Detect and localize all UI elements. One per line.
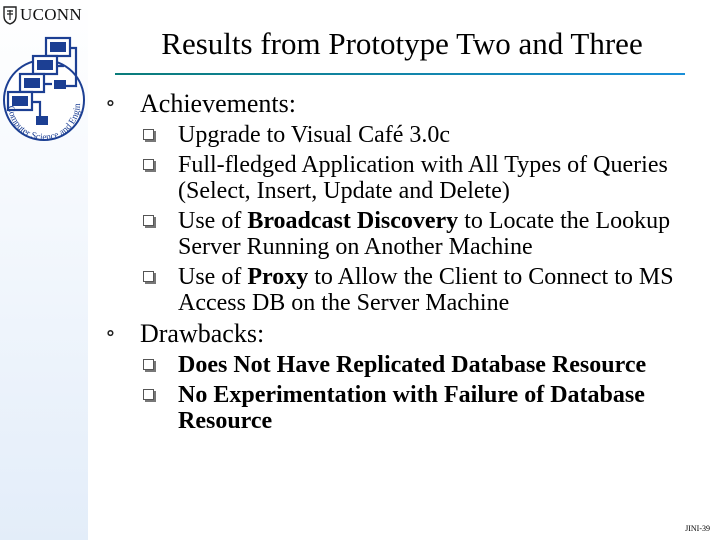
bold-text: Does Not Have Replicated Database Resour…	[178, 352, 647, 378]
bullet-list: ∘ Achievements: Upgrade to Visual Café 3.0…	[105, 90, 717, 435]
item-text: Use of	[178, 208, 248, 234]
section-heading: ∘ Drawbacks:	[105, 320, 717, 348]
square-bullet-icon	[143, 271, 154, 282]
sub-bullet-item: No Experimentation with Failure of Datab…	[105, 382, 717, 434]
sub-bullet-item: Upgrade to Visual Café 3.0c	[105, 122, 717, 148]
page-number: JINI-39	[685, 524, 710, 533]
item-text: to Locate the Lookup Server Running on A…	[178, 208, 671, 260]
item-text: Upgrade to Visual Café 3.0c	[178, 122, 451, 148]
square-bullet-icon	[143, 359, 154, 370]
section-heading: ∘ Achievements:	[105, 90, 717, 118]
item-text: Use of	[178, 264, 248, 290]
square-bullet-icon	[143, 159, 154, 170]
section-heading-text: Achievements:	[140, 89, 296, 118]
bold-text: Broadcast Discovery	[247, 208, 459, 234]
item-text: Full-fledged Application with All Types …	[178, 152, 668, 204]
section-heading-text: Drawbacks:	[140, 319, 265, 348]
sub-bullet-item: Use of Proxy to Allow the Client to Conn…	[105, 264, 717, 316]
cse-department-logo: Computer Science and Engineering	[0, 28, 85, 143]
sidebar: UCONN Computer Science and Engineering	[0, 0, 88, 540]
uconn-wordmark: UCONN	[20, 5, 82, 24]
sub-bullet-item: Does Not Have Replicated Database Resour…	[105, 352, 717, 378]
square-bullet-icon	[143, 389, 154, 400]
bold-text: Proxy	[247, 264, 309, 290]
circle-bullet-icon: ∘	[105, 320, 116, 345]
sub-bullet-item: Use of Broadcast Discovery to Locate the…	[105, 208, 717, 260]
circle-bullet-icon: ∘	[105, 90, 116, 115]
bold-text: No Experimentation with Failure of Datab…	[178, 382, 645, 434]
item-text: to Allow the Client to Connect to MS Acc…	[178, 264, 674, 316]
uconn-seal-icon	[3, 6, 17, 25]
sub-bullet-item: Full-fledged Application with All Types …	[105, 152, 717, 204]
square-bullet-icon	[143, 129, 154, 140]
title-divider	[115, 73, 685, 75]
uconn-logo: UCONN	[2, 3, 82, 27]
square-bullet-icon	[143, 215, 154, 226]
slide-title: Results from Prototype Two and Three	[161, 26, 643, 61]
